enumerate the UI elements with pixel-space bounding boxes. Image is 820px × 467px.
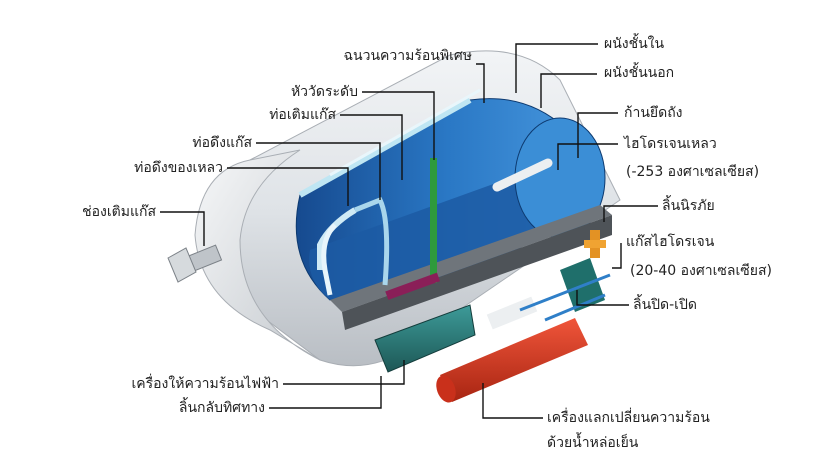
label-support-rod: ก้านยึดถัง: [624, 105, 683, 121]
label-hydrogen-gas-temp: (20-40 องศาเซลเซียส): [630, 263, 772, 279]
outer-wall-stripe: [329, 88, 481, 177]
inner-wall-stripe: [298, 97, 472, 198]
support-rod: [492, 158, 553, 192]
heat-exchanger: [436, 318, 588, 403]
label-liquid-hydrogen-temp: (-253 องศาเซลเซียส): [626, 164, 760, 180]
gas-draw-pipe: [354, 196, 390, 286]
label-outer-wall: ผนังชั้นนอก: [604, 65, 675, 81]
label-shutoff-valve: ลิ้นปิด-เปิด: [633, 297, 697, 313]
outer-shell-left-cap: [194, 149, 321, 361]
label-check-valve: ลิ้นกลับทิศทาง: [178, 400, 265, 416]
label-liquid-hydrogen: ไฮโดรเจนเหลว: [624, 136, 717, 152]
label-safety-valve: ลิ้นนิรภัย: [662, 198, 715, 214]
label-hydrogen-gas: แก๊สไฮโดรเจน: [626, 234, 715, 250]
label-electric-heater: เครื่องให้ความร้อนไฟฟ้า: [131, 376, 279, 392]
shell-cut-rim: [330, 205, 612, 312]
level-gauge-rod: [430, 158, 437, 283]
heater-connector: [486, 296, 538, 330]
label-gas-draw-pipe: ท่อดึงแก๊ส: [192, 135, 252, 151]
label-inner-wall: ผนังชั้นใน: [604, 36, 665, 52]
liquid-draw-pipe: [321, 223, 337, 296]
label-heat-exchanger-line2: ด้วยน้ำหล่อเย็น: [547, 435, 639, 451]
rim-valve-bar: [385, 272, 441, 300]
label-super-insulation: ฉนวนความร้อนพิเศษ: [343, 48, 472, 64]
label-fill-pipe: ท่อเติมแก๊ส: [269, 107, 336, 123]
label-level-gauge: หัววัดระดับ: [290, 84, 358, 100]
safety-valve: [584, 230, 606, 258]
label-liquid-draw-pipe: ท่อดึงของเหลว: [134, 160, 223, 176]
label-heat-exchanger-line1: เครื่องแลกเปลี่ยนความร้อน: [547, 410, 710, 426]
label-fill-port: ช่องเติมแก๊ส: [82, 204, 156, 220]
electric-heater: [374, 304, 476, 373]
gas-line: [519, 273, 611, 322]
fill-port-nozzle: [167, 244, 223, 283]
shell-cut-rim-lower: [342, 215, 612, 330]
leader-lines: [160, 43, 658, 419]
